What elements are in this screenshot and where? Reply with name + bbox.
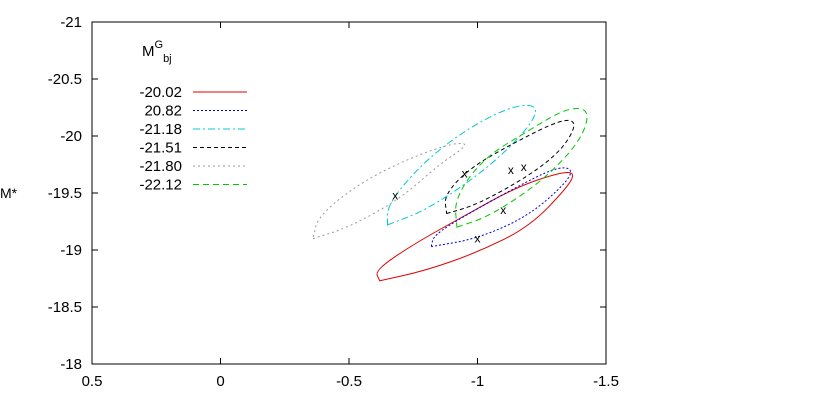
x-tick-label: 0 [216, 373, 224, 390]
legend-title: MGbj [142, 39, 172, 65]
y-axis-label: M* [0, 185, 18, 201]
legend: MGbj -20.02 20.82-21.18 -21.51-21.80 -22.12 [139, 39, 247, 194]
series-contour [455, 108, 588, 228]
center-marker: x [521, 160, 527, 174]
legend-title-sup: G [155, 39, 164, 51]
y-tick-label: -19 [60, 242, 82, 259]
legend-label: -21.51 [139, 140, 182, 157]
center-marker: x [462, 167, 468, 181]
y-tick-label: -20.5 [48, 71, 82, 88]
legend-label: 20.82 [144, 103, 182, 120]
center-marker: x [475, 232, 481, 246]
series-contour [376, 171, 574, 282]
center-marker: x [508, 163, 514, 177]
legend-label: -20.02 [139, 84, 182, 101]
legend-title-main: M [142, 43, 155, 60]
x-tick-label: 0.5 [82, 373, 103, 390]
y-tick-label: -21 [60, 14, 82, 31]
series-contour [387, 104, 536, 226]
legend-label: -21.80 [139, 158, 182, 175]
x-tick-label: -1 [471, 373, 484, 390]
center-marker: x [392, 188, 398, 202]
series-contour [312, 142, 466, 240]
y-tick-label: -18 [60, 356, 82, 373]
axis-ticks: 0.5 0 -0.5 -1 -1.5 -18 -18.5 -19 -19.5 -20 -20.5 -2… [48, 14, 619, 390]
legend-title-sub: bj [163, 53, 172, 65]
legend-label: -22.12 [139, 177, 182, 194]
y-tick-label: -19.5 [48, 185, 82, 202]
series-contours [312, 104, 588, 282]
center-marker: x [500, 203, 506, 217]
series-contour [430, 167, 572, 248]
series-contour [444, 119, 575, 215]
legend-label: -21.18 [139, 121, 182, 138]
x-tick-label: -0.5 [336, 373, 362, 390]
x-tick-label: -1.5 [593, 373, 619, 390]
y-tick-label: -20 [60, 128, 82, 145]
y-tick-label: -18.5 [48, 299, 82, 316]
